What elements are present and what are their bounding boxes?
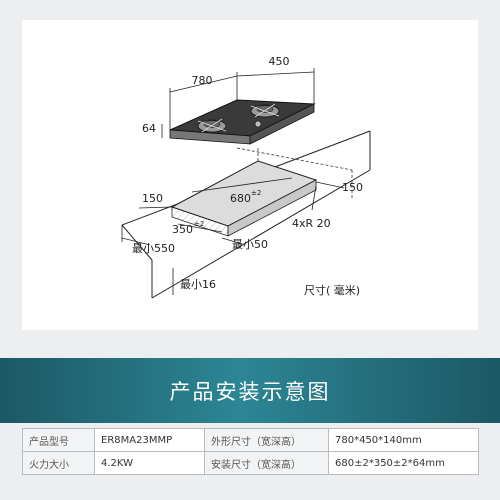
burner-left-icon bbox=[197, 118, 227, 133]
spec-value: 680±2*350±2*64mm bbox=[328, 451, 479, 475]
dim-cutout-width-tol: ±2 bbox=[251, 189, 261, 197]
dim-cutout-depth: 350 bbox=[172, 223, 193, 236]
dim-min-thickness: 最小16 bbox=[180, 278, 216, 291]
burner-right-icon bbox=[250, 103, 280, 118]
spec-label: 外形尺寸（宽深高） bbox=[204, 428, 329, 452]
dim-hob-depth: 450 bbox=[269, 55, 290, 68]
knob-icon bbox=[254, 120, 262, 128]
dim-back-clearance: 150 bbox=[342, 181, 363, 194]
section-banner: 产品安装示意图 bbox=[0, 358, 500, 423]
spec-label: 火力大小 bbox=[22, 451, 95, 475]
projection-lines bbox=[236, 147, 353, 200]
dim-hob-height: 64 bbox=[142, 122, 156, 135]
banner-title: 产品安装示意图 bbox=[169, 379, 331, 404]
dim-min-front: 最小550 bbox=[132, 242, 175, 255]
spec-value: 780*450*140mm bbox=[328, 428, 479, 452]
dimension-lines bbox=[121, 68, 345, 295]
dim-left-clearance: 150 bbox=[142, 192, 163, 205]
spec-value: ER8MA23MMP bbox=[94, 428, 205, 452]
spec-table: 产品型号 ER8MA23MMP 外形尺寸（宽深高） 780*450*140mm … bbox=[22, 428, 479, 475]
installation-drawing-panel: 780 450 64 680 ±2 350 ±2 150 150 4xR 20 … bbox=[22, 20, 478, 330]
table-row: 产品型号 ER8MA23MMP 外形尺寸（宽深高） 780*450*140mm bbox=[22, 428, 479, 452]
dim-corner-radius: 4xR 20 bbox=[292, 217, 331, 230]
cutout-opening bbox=[170, 160, 318, 237]
installation-diagram: 780 450 64 680 ±2 350 ±2 150 150 4xR 20 … bbox=[121, 55, 371, 299]
unit-note: 尺寸( 毫米) bbox=[304, 283, 360, 297]
spec-value: 4.2KW bbox=[94, 451, 205, 475]
dim-hob-width: 780 bbox=[192, 74, 213, 87]
spec-label: 安装尺寸（宽深高） bbox=[204, 451, 329, 475]
dim-cutout-depth-tol: ±2 bbox=[194, 220, 204, 228]
dim-min-side: 最小50 bbox=[232, 238, 268, 251]
spec-label: 产品型号 bbox=[22, 428, 95, 452]
cooktop bbox=[169, 99, 316, 145]
dim-cutout-width: 680 bbox=[230, 192, 251, 205]
table-row: 火力大小 4.2KW 安装尺寸（宽深高） 680±2*350±2*64mm bbox=[22, 451, 479, 475]
